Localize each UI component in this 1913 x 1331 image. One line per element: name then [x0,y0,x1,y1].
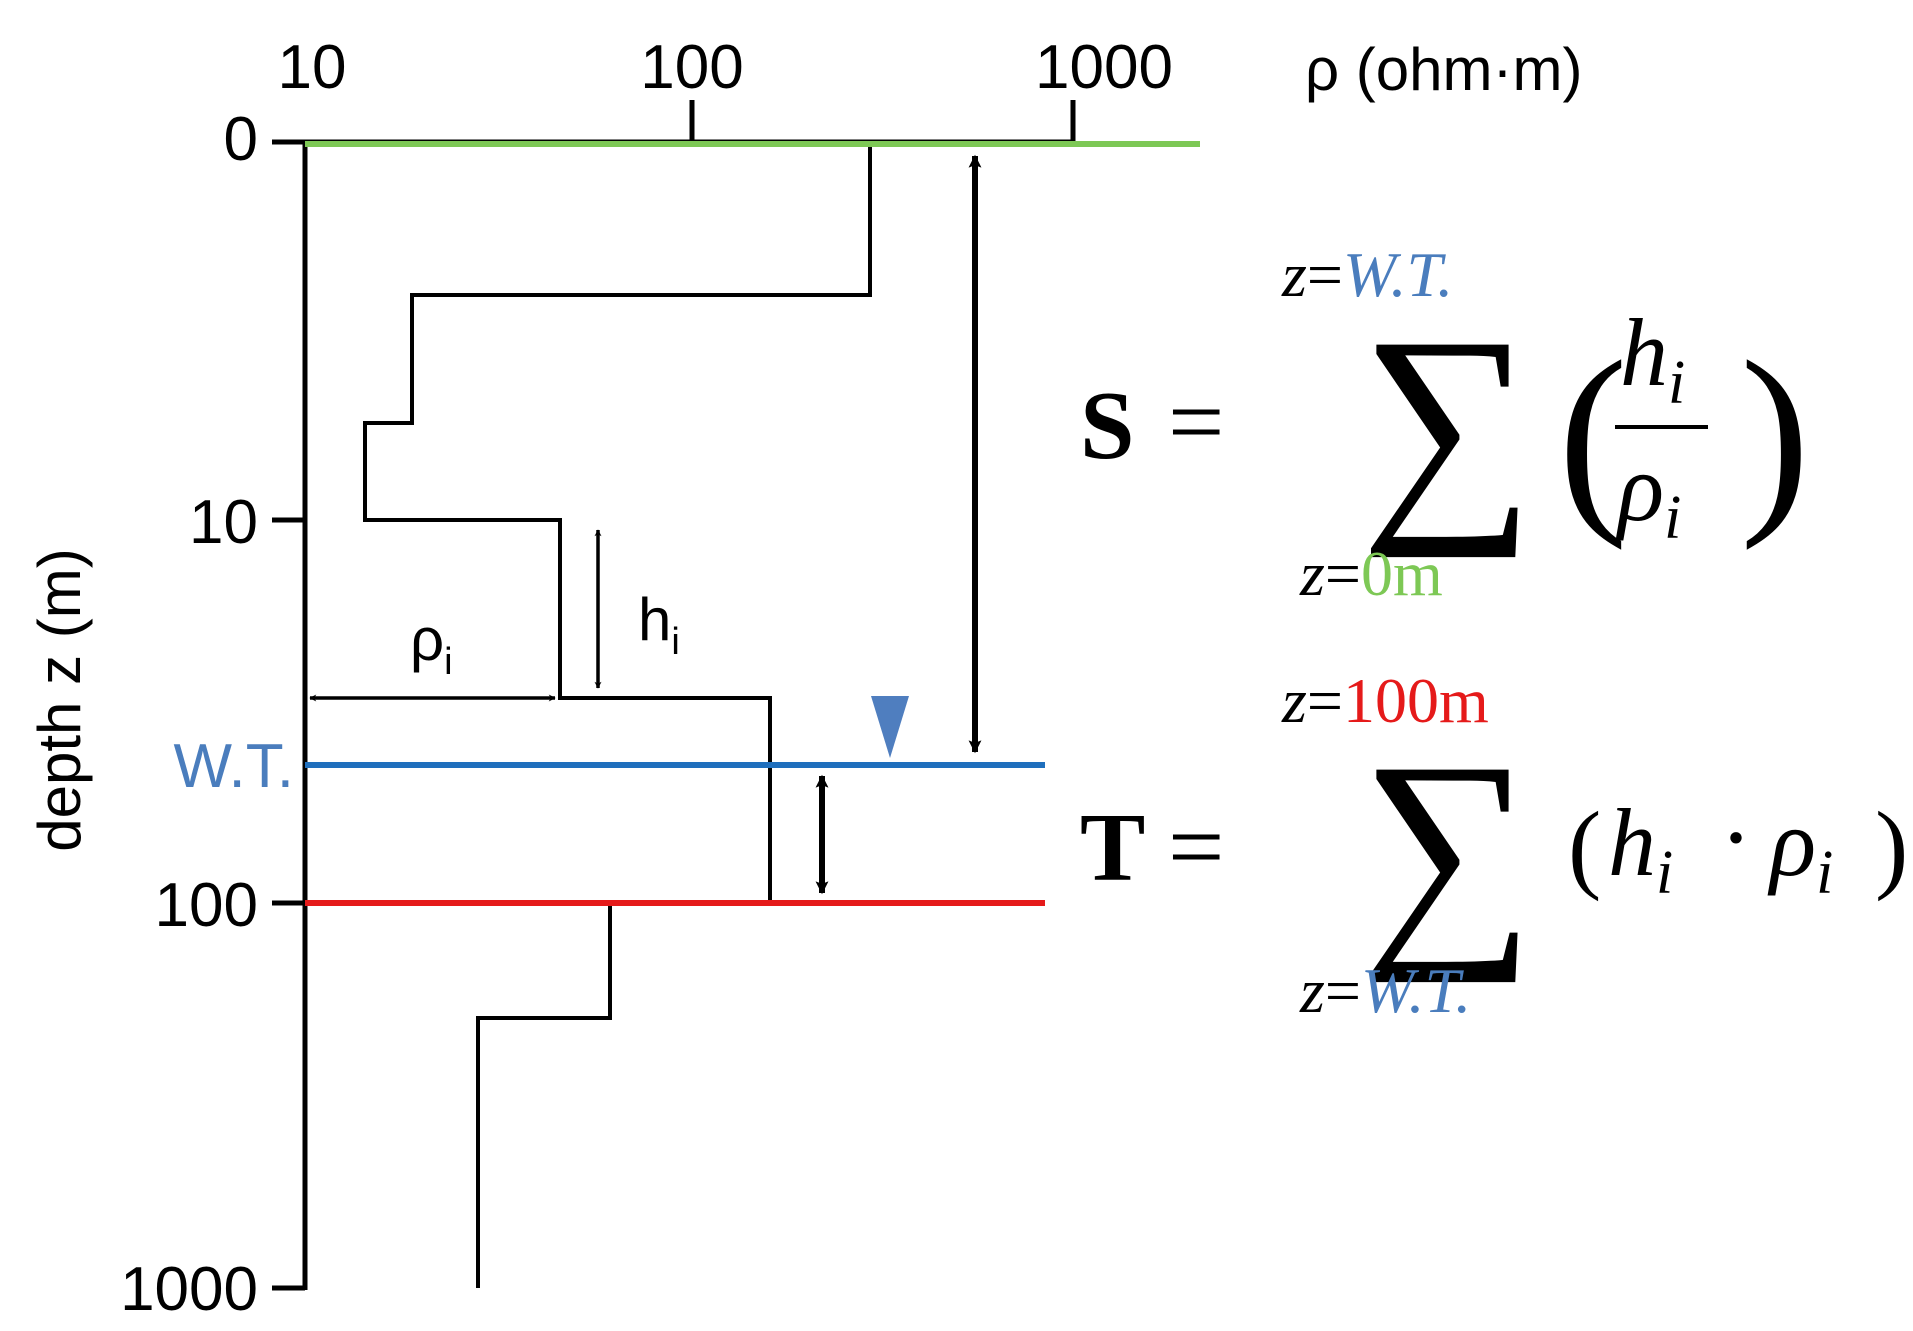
y-tick-label-wt: W.T. [173,732,294,801]
t-right-paren: ) [1875,791,1908,902]
t-rho-i: ρi [1767,789,1833,907]
h-i-label: hi [638,586,680,663]
resistivity-profile [363,146,872,1288]
rho-i-label: ρi [410,606,453,683]
s-equals: = [1168,366,1224,477]
t-left-paren: ( [1568,791,1601,902]
s-upper-limit: z=W.T. [1281,239,1453,310]
water-table-marker-icon [871,696,909,758]
equation-s: S = z=W.T. ∑ z=0m ( ) hi ρi [1080,239,1810,609]
y-axis-title: depth z (m) [26,548,93,851]
t-h-i: hi [1608,789,1673,907]
x-tick-label-100: 100 [640,33,743,102]
y-tick-label-0: 0 [224,105,258,174]
x-tick-label-1000: 1000 [1035,33,1173,102]
x-tick-label-10: 10 [278,33,347,102]
equation-t: T = z=100m ∑ z=W.T. ( hi · ρi ) [1080,665,1908,1026]
t-dot: · [1720,784,1752,891]
s-left-paren: ( [1558,319,1628,551]
y-axis: 0 10 W.T. 100 1000 depth z (m) [26,105,308,1324]
s-sigma-icon: ∑ [1360,287,1535,558]
x-axis: 10 100 1000 ρ (ohm·m) [278,33,1582,145]
t-sigma-icon: ∑ [1360,712,1535,983]
s-right-paren: ) [1740,319,1810,551]
s-numerator: hi [1620,299,1685,417]
y-tick-label-10: 10 [189,488,258,557]
s-denominator: ρi [1615,434,1681,552]
s-symbol: S [1080,372,1135,480]
s-lower-limit: z=0m [1299,538,1443,609]
y-tick-label-100: 100 [155,871,258,940]
y-tick-label-1000: 1000 [120,1255,258,1324]
x-axis-title: ρ (ohm·m) [1305,36,1582,103]
t-symbol: T [1080,794,1145,902]
t-upper-limit: z=100m [1281,665,1489,736]
t-lower-limit: z=W.T. [1299,955,1471,1026]
t-equals: = [1168,791,1224,902]
